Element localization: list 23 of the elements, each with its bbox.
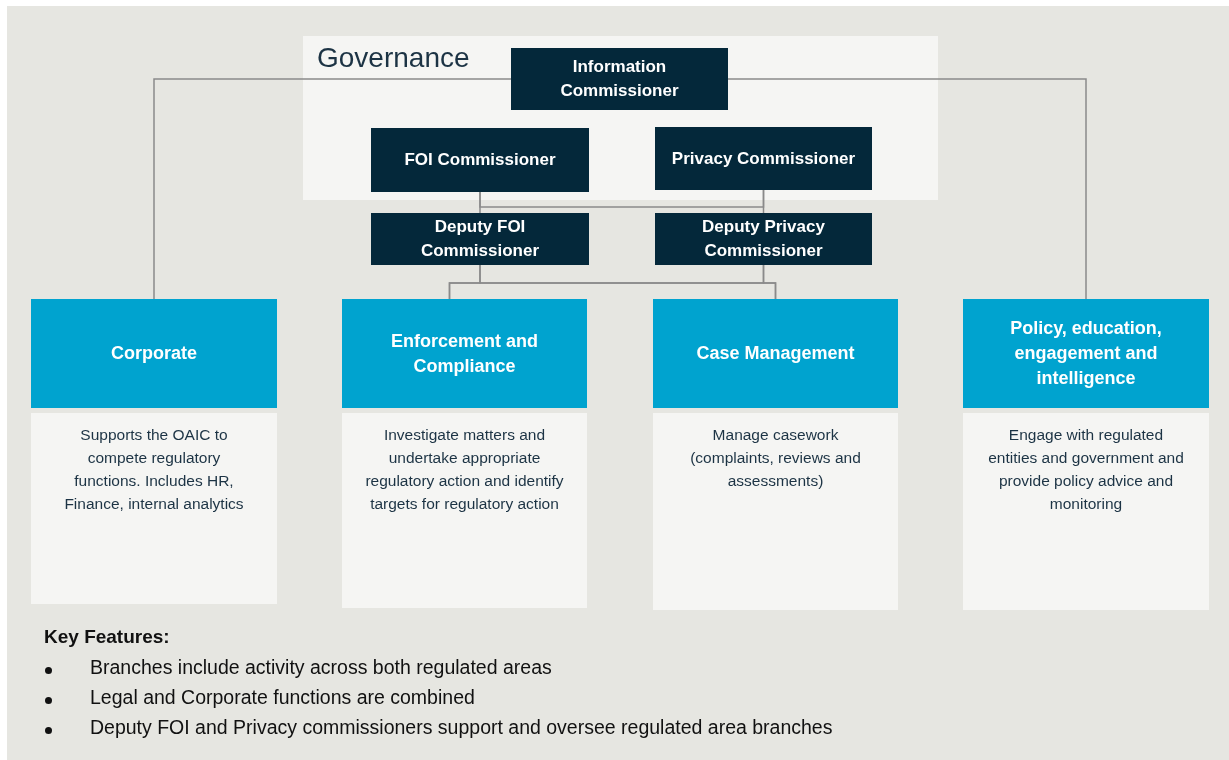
section-heading: Key Features: <box>44 626 170 648</box>
branch-description: Investigate matters and undertake appropriate regulatory action and identify targets for regulatory action <box>342 413 587 608</box>
branch-description: Engage with regulated entities and government and provide policy advice and monitoring <box>963 413 1209 610</box>
connector-line <box>727 78 1087 300</box>
branch-description: Supports the OAIC to compete regulatory functions. Includes HR, Finance, internal analytics <box>31 413 277 604</box>
governance-panel <box>303 36 938 200</box>
connector-line <box>479 189 765 208</box>
branch-header: Enforcement and Compliance <box>342 299 587 408</box>
bullet-text: Deputy FOI and Privacy commissioners support and oversee regulated area branches <box>90 716 833 739</box>
role-box: Privacy Commissioner <box>655 127 872 190</box>
bullet-text: Branches include activity across both regulated areas <box>90 656 552 679</box>
branch-header: Policy, education, engagement and intelligence <box>963 299 1209 408</box>
role-box: Deputy FOI Commissioner <box>371 213 589 265</box>
role-box: Information Commissioner <box>511 48 728 110</box>
role-box: Deputy Privacy Commissioner <box>655 213 872 265</box>
connector-line <box>762 264 777 300</box>
branch-header: Corporate <box>31 299 277 408</box>
panel-heading: Governance <box>317 42 470 74</box>
connector-line <box>153 78 512 300</box>
branch-header: Case Management <box>653 299 898 408</box>
role-box: FOI Commissioner <box>371 128 589 192</box>
bullet-text: Legal and Corporate functions are combined <box>90 686 475 709</box>
branch-description: Manage casework (complaints, reviews and assessments) <box>653 413 898 610</box>
